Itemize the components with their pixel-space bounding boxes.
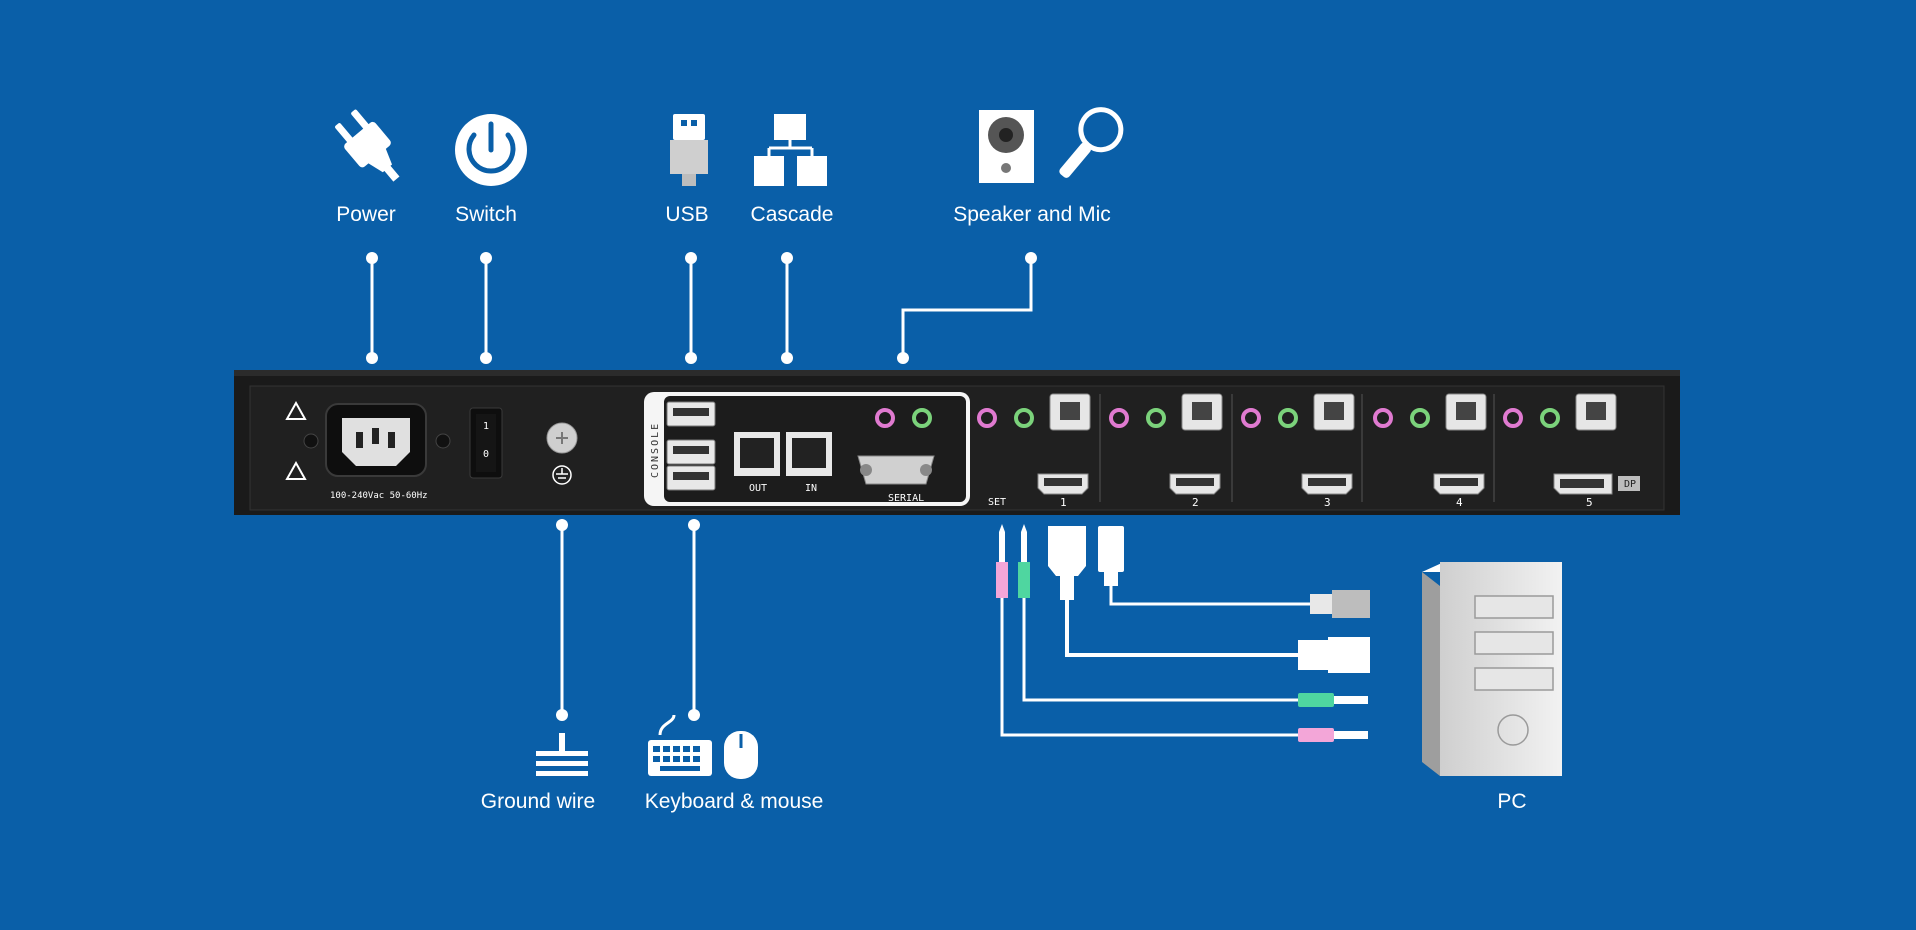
- cascade-network-icon: [754, 114, 827, 186]
- top-connector-lines: [370, 258, 1033, 358]
- console-label: CONSOLE: [650, 422, 661, 478]
- speaker-icon: [979, 110, 1034, 183]
- port-out-label: OUT: [749, 483, 767, 494]
- set-label: SET: [988, 497, 1006, 508]
- ground-icon: [536, 733, 588, 776]
- computer-port-groups: [1099, 394, 1495, 502]
- pc-tower-icon: [1422, 562, 1562, 776]
- microphone-icon: [1059, 107, 1124, 178]
- voltage-label: 100-240Vac 50-60Hz: [330, 491, 428, 501]
- ground-wire-label: Ground wire: [480, 790, 596, 813]
- keyboard-and-mouse-label: Keyboard & mouse: [644, 790, 824, 813]
- computer-port-set-4: 4: [1373, 393, 1487, 509]
- mouse-icon: [724, 731, 758, 779]
- computer-port-set-1: 1: [977, 393, 1091, 509]
- port-number-label: 3: [1324, 496, 1331, 509]
- keyboard-icon: [648, 714, 712, 776]
- port-number-label: 5: [1586, 496, 1593, 509]
- computer-port-sets: 1 2 3 4 DP 5: [977, 393, 1640, 509]
- rocker-switch: [469, 407, 503, 479]
- console-module: [644, 392, 970, 506]
- computer-port-set-2: 2: [1109, 393, 1223, 509]
- speaker-and-mic-label: Speaker and Mic: [953, 203, 1111, 226]
- bottom-connector-dots: [556, 519, 700, 721]
- cascade-label: Cascade: [750, 203, 834, 226]
- pc-cables: [996, 524, 1370, 742]
- top-connector-dots: [366, 252, 1037, 364]
- computer-port-set-3: 3: [1241, 393, 1355, 509]
- computer-port-set-5: DP 5: [1503, 393, 1640, 509]
- ac-power-inlet: [325, 403, 427, 477]
- dp-label: DP: [1624, 479, 1636, 490]
- usb-label: USB: [665, 203, 709, 226]
- port-number-label: 4: [1456, 496, 1463, 509]
- power-plug-icon: [335, 109, 400, 182]
- power-label: Power: [336, 203, 396, 226]
- power-switch-icon: [455, 114, 527, 186]
- serial-label: SERIAL: [888, 493, 924, 504]
- switch-off-label: 0: [483, 449, 489, 460]
- port-number-label: 2: [1192, 496, 1199, 509]
- pc-label: PC: [1497, 790, 1527, 813]
- warning-icon: [285, 400, 307, 480]
- switch-on-label: 1: [483, 421, 489, 432]
- usb-connector-icon: [670, 114, 708, 186]
- port-in-label: IN: [805, 483, 817, 494]
- ground-screw: [546, 422, 578, 485]
- switch-label: Switch: [455, 203, 517, 226]
- bottom-connector-lines: [560, 525, 696, 715]
- port-number-label: 1: [1060, 496, 1067, 509]
